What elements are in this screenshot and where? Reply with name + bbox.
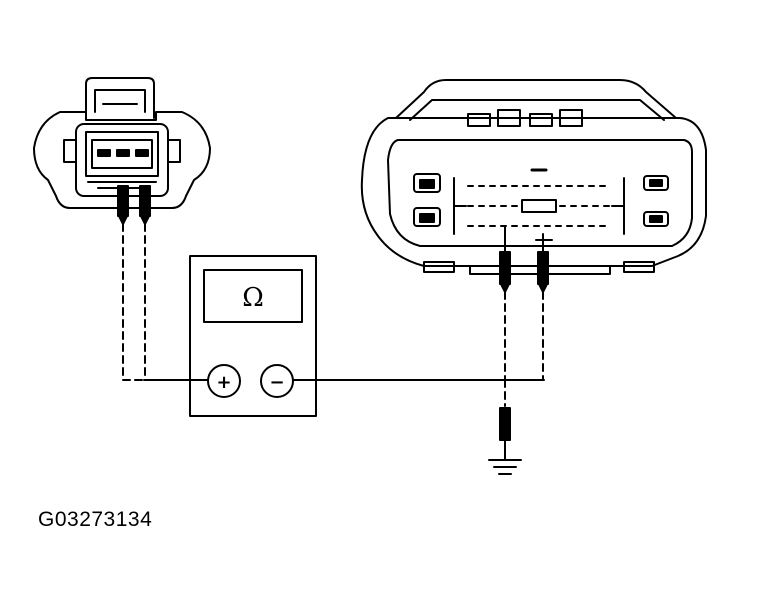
- figure-id: G03273134: [38, 508, 153, 531]
- plus-symbol: +: [216, 372, 231, 393]
- ohm-symbol: Ω: [242, 283, 264, 313]
- small-connector-probes: [117, 185, 151, 225]
- minus-symbol: −: [269, 372, 284, 393]
- test-leads: [122, 223, 545, 407]
- module-connector-probes: [499, 225, 549, 293]
- ground-icon: [488, 407, 522, 475]
- ohmmeter-icon: [189, 255, 317, 417]
- module-connector-icon: [360, 79, 707, 275]
